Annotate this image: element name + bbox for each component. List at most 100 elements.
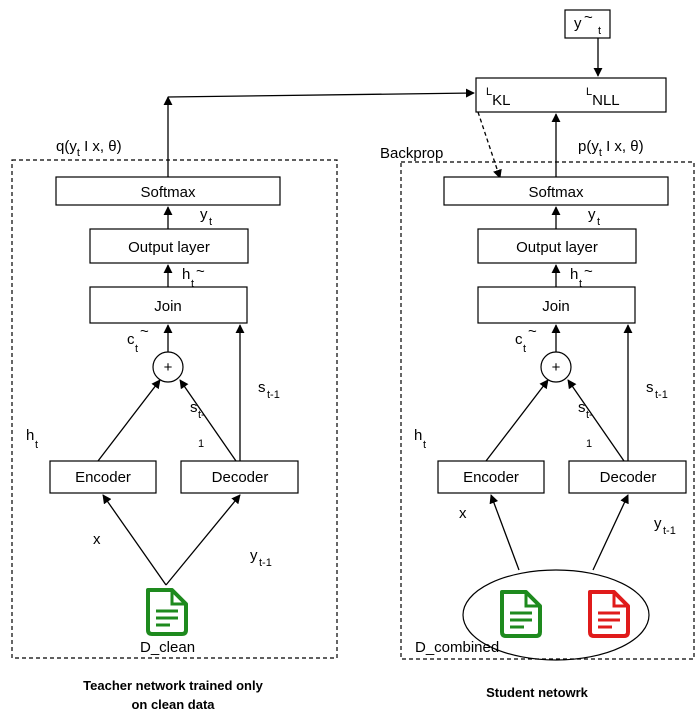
svg-text:y: y [574,15,582,32]
student-encoder-label: Encoder [463,469,519,486]
svg-text:t: t [423,439,426,451]
teacher-caption-line1: Teacher network trained only [83,678,263,693]
svg-text:y: y [200,206,208,223]
svg-text:t-1: t-1 [663,525,676,537]
svg-text:t: t [579,278,582,290]
student-ct-tilde-label: c t ~ [515,323,537,355]
svg-text:y: y [588,206,596,223]
teacher-ht-label: h t [26,427,38,451]
teacher-output-layer-label: Output layer [128,239,210,256]
student-yt1-arrow [592,494,629,571]
svg-text:t: t [135,343,138,355]
student-decoder-box [568,460,687,494]
target-box [564,9,611,39]
combined-data-ellipse [462,569,650,661]
teacher-dataset-label: D_clean [140,639,195,656]
teacher-st1-label-right: s t-1 [258,379,280,401]
teacher-yt-label: y t [200,206,212,228]
teacher-encoder-sum-arrow [97,379,161,462]
svg-text:y: y [250,547,258,564]
teacher-decoder-box [180,460,299,494]
svg-text:~: ~ [528,323,537,340]
teacher-st1-label-left: s t- 1 [190,399,205,450]
teacher-ct-tilde-label: c t ~ [127,323,149,355]
svg-text:t-: t- [198,409,205,421]
student-dataset-label: D_combined [415,639,499,656]
svg-text:s: s [646,379,654,396]
svg-text:t: t [35,439,38,451]
student-encoder-box [437,460,545,494]
student-st1-label-right: s t-1 [646,379,668,401]
teacher-yt1-label: y t-1 [250,547,272,569]
teacher-softmax-label: Softmax [140,184,196,201]
teacher-network: Softmax Output layer Join + Encoder Deco… [11,96,338,712]
teacher-yt1-arrow [165,494,241,586]
student-softmax-box [443,176,669,206]
svg-text:s: s [190,399,198,416]
teacher-x-arrow [102,494,167,586]
svg-text:~: ~ [140,323,149,340]
svg-text:t: t [191,278,194,290]
student-st1-label-left: s t- 1 [578,399,593,450]
teacher-decoder-label: Decoder [212,469,269,486]
teacher-distribution-label: q(yt I x, θ) [56,138,122,159]
loss-box-group: LKL LNLL [475,77,667,113]
student-ht-tilde-label: h t ~ [570,263,593,290]
loss-nll-label: LNLL [586,86,620,109]
student-distribution-label: p(yt I x, θ) [578,138,644,159]
svg-text:t-1: t-1 [259,557,272,569]
teacher-decoder-sum-arrow [179,379,237,462]
student-output-layer-label: Output layer [516,239,598,256]
teacher-to-loss-arrow [167,88,475,98]
student-decoder-label: Decoder [600,469,657,486]
svg-text:s: s [258,379,266,396]
student-join-box [477,286,636,324]
teacher-output-layer-box [89,228,249,264]
teacher-caption-line2: on clean data [131,697,215,712]
student-join-label: Join [542,298,570,315]
backprop-arrow [477,111,502,179]
backprop-label: Backprop [380,145,443,162]
loss-box [475,77,667,113]
student-caption: Student netowrk [486,685,589,700]
student-yt1-label: y t-1 [654,515,676,537]
svg-text:h: h [570,266,578,283]
teacher-x-label: x [93,531,101,548]
teacher-softmax-box [55,176,281,206]
student-decoder-sum-arrow [567,379,625,462]
svg-text:1: 1 [586,438,592,450]
student-x-label: x [459,505,467,522]
student-boundary [400,161,695,660]
clean-document-icon [500,590,542,638]
svg-text:t-1: t-1 [655,389,668,401]
student-yt-label: y t [588,206,600,228]
teacher-boundary [11,159,338,659]
svg-text:h: h [414,427,422,444]
student-output-layer-box [477,228,637,264]
svg-text:h: h [182,266,190,283]
svg-text:~: ~ [196,263,205,280]
target-box-group: y ~ t [564,9,611,39]
svg-text:c: c [515,331,523,348]
svg-text:s: s [578,399,586,416]
svg-text:c: c [127,331,135,348]
student-network: Softmax Output layer Join + Encoder Deco… [400,113,695,700]
student-plus-sign: + [552,359,561,376]
student-x-arrow [489,494,520,571]
svg-text:~: ~ [584,9,593,26]
teacher-ht-tilde-label: h t ~ [182,263,205,290]
svg-text:t-1: t-1 [267,389,280,401]
noisy-document-icon [588,590,630,638]
clean-document-icon [146,588,188,636]
svg-text:h: h [26,427,34,444]
teacher-plus-sign: + [164,359,173,376]
svg-text:p(yt I x, θ): p(yt I x, θ) [578,138,644,159]
svg-text:t-: t- [586,409,593,421]
teacher-join-label: Join [154,298,182,315]
svg-text:t: t [598,25,601,37]
student-softmax-label: Softmax [528,184,584,201]
teacher-encoder-box [49,460,157,494]
svg-text:t: t [523,343,526,355]
student-encoder-sum-arrow [485,379,549,462]
